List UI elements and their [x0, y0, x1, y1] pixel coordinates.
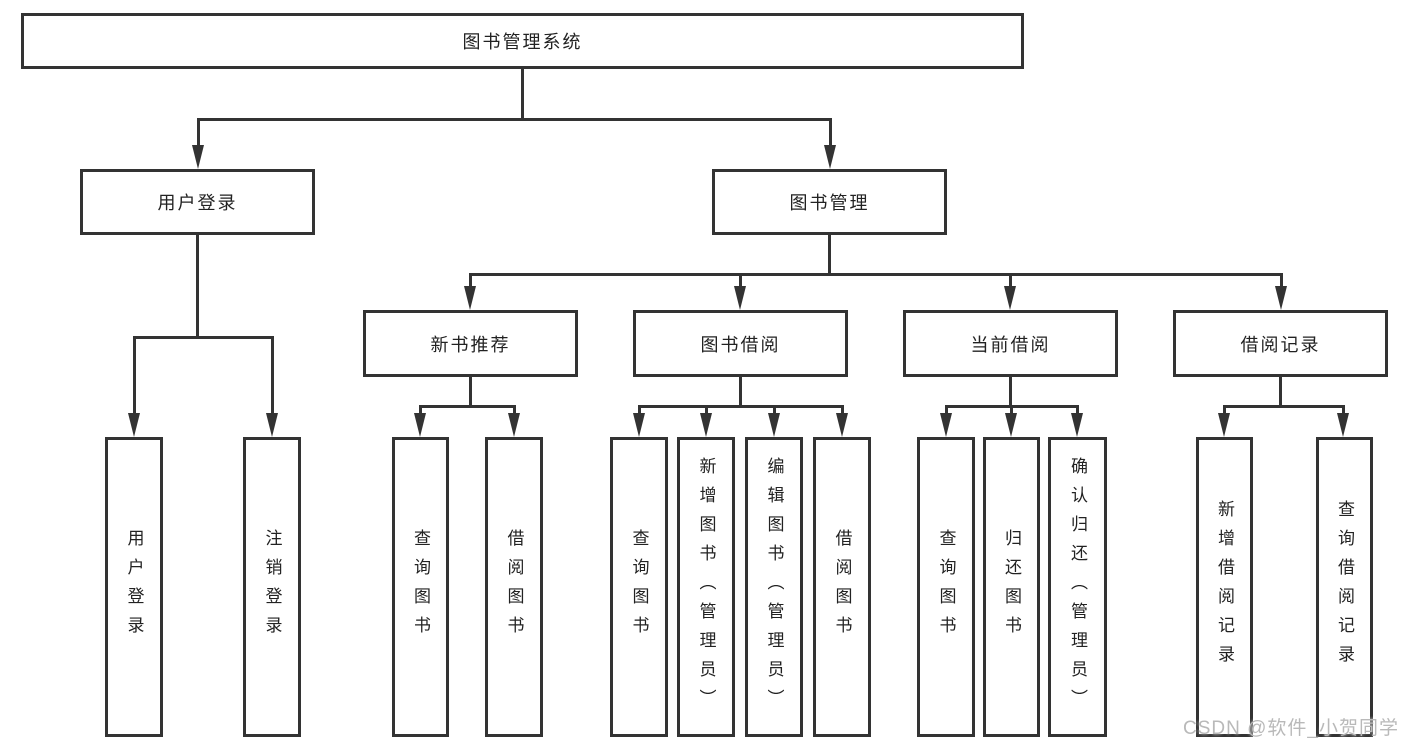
connector-new-book-rail: [419, 405, 516, 408]
node-query-books-1: 查询图书: [392, 437, 449, 737]
node-borrow-records: 借阅记录: [1173, 310, 1388, 377]
node-label: 确认归还（管理员）: [1068, 456, 1087, 718]
arrow-to-return-books: [1005, 405, 1017, 437]
arrow-to-book-management: [823, 118, 836, 169]
connector-level1-rail: [196, 118, 832, 121]
connector-book-management-stem: [828, 235, 831, 276]
node-add-borrow-record: 新增借阅记录: [1196, 437, 1253, 737]
node-label: 查询图书: [411, 529, 430, 645]
node-label: 新增图书（管理员）: [696, 456, 716, 718]
connector-new-book-stem: [469, 377, 472, 408]
node-label: 编辑图书（管理员）: [764, 456, 784, 718]
node-borrow-books-1: 借阅图书: [485, 437, 543, 737]
connector-user-login-rail: [132, 336, 274, 339]
node-current-borrow: 当前借阅: [903, 310, 1118, 377]
node-label: 归还图书: [1002, 529, 1021, 645]
arrow-to-add-books: [699, 405, 712, 437]
arrow-to-borrow-books-1: [507, 405, 520, 437]
node-user-login: 用户登录: [80, 169, 315, 235]
connector-borrow-records-stem: [1279, 377, 1282, 408]
node-book-borrow: 图书借阅: [633, 310, 848, 377]
connector-borrow-records-rail: [1222, 405, 1345, 408]
connector-book-borrow-stem: [739, 377, 742, 408]
arrow-to-book-borrow: [733, 273, 746, 310]
arrow-to-new-book-recommend: [463, 273, 476, 310]
node-edit-books-admin: 编辑图书（管理员）: [745, 437, 803, 737]
node-query-books-3: 查询图书: [917, 437, 975, 737]
csdn-watermark: CSDN @软件_小贺同学: [1183, 718, 1399, 739]
node-label: 借阅图书: [832, 529, 852, 645]
arrow-to-query-books-1: [414, 405, 426, 437]
node-label: 借阅图书: [504, 529, 524, 645]
arrow-to-user-login-leaf: [127, 336, 140, 437]
arrow-to-borrow-books-2: [835, 405, 848, 437]
arrow-to-query-books-2: [632, 405, 645, 437]
node-user-login-leaf: 用户登录: [105, 437, 163, 737]
connector-book-borrow-rail: [637, 405, 844, 408]
arrow-to-logout-leaf: [265, 336, 278, 437]
node-logout-leaf: 注销登录: [243, 437, 301, 737]
connector-current-borrow-stem: [1009, 377, 1012, 408]
node-label: 新增借阅记录: [1215, 500, 1234, 674]
node-root: 图书管理系统: [21, 13, 1024, 69]
node-label: 查询借阅记录: [1335, 500, 1354, 674]
node-confirm-return-admin: 确认归还（管理员）: [1048, 437, 1107, 737]
node-book-management: 图书管理: [712, 169, 947, 235]
arrow-to-query-record: [1336, 405, 1349, 437]
node-label: 查询图书: [629, 529, 649, 645]
arrow-to-borrow-records: [1274, 273, 1287, 310]
arrow-to-user-login: [191, 118, 204, 169]
arrow-to-query-books-3: [939, 405, 952, 437]
connector-user-login-stem: [196, 235, 199, 339]
node-label: 查询图书: [936, 529, 956, 645]
arrow-to-add-record: [1217, 405, 1230, 437]
node-query-borrow-record: 查询借阅记录: [1316, 437, 1373, 737]
node-add-books-admin: 新增图书（管理员）: [677, 437, 735, 737]
connector-level2-rail: [469, 273, 1282, 276]
arrow-to-current-borrow: [1003, 273, 1016, 310]
node-query-books-2: 查询图书: [610, 437, 668, 737]
node-new-book-recommend: 新书推荐: [363, 310, 578, 377]
connector-root-stem: [520, 69, 524, 121]
node-label: 注销登录: [262, 529, 282, 645]
node-borrow-books-2: 借阅图书: [813, 437, 871, 737]
node-return-books: 归还图书: [983, 437, 1040, 737]
node-label: 用户登录: [124, 529, 144, 645]
arrow-to-confirm-return: [1071, 405, 1083, 437]
arrow-to-edit-books: [767, 405, 780, 437]
